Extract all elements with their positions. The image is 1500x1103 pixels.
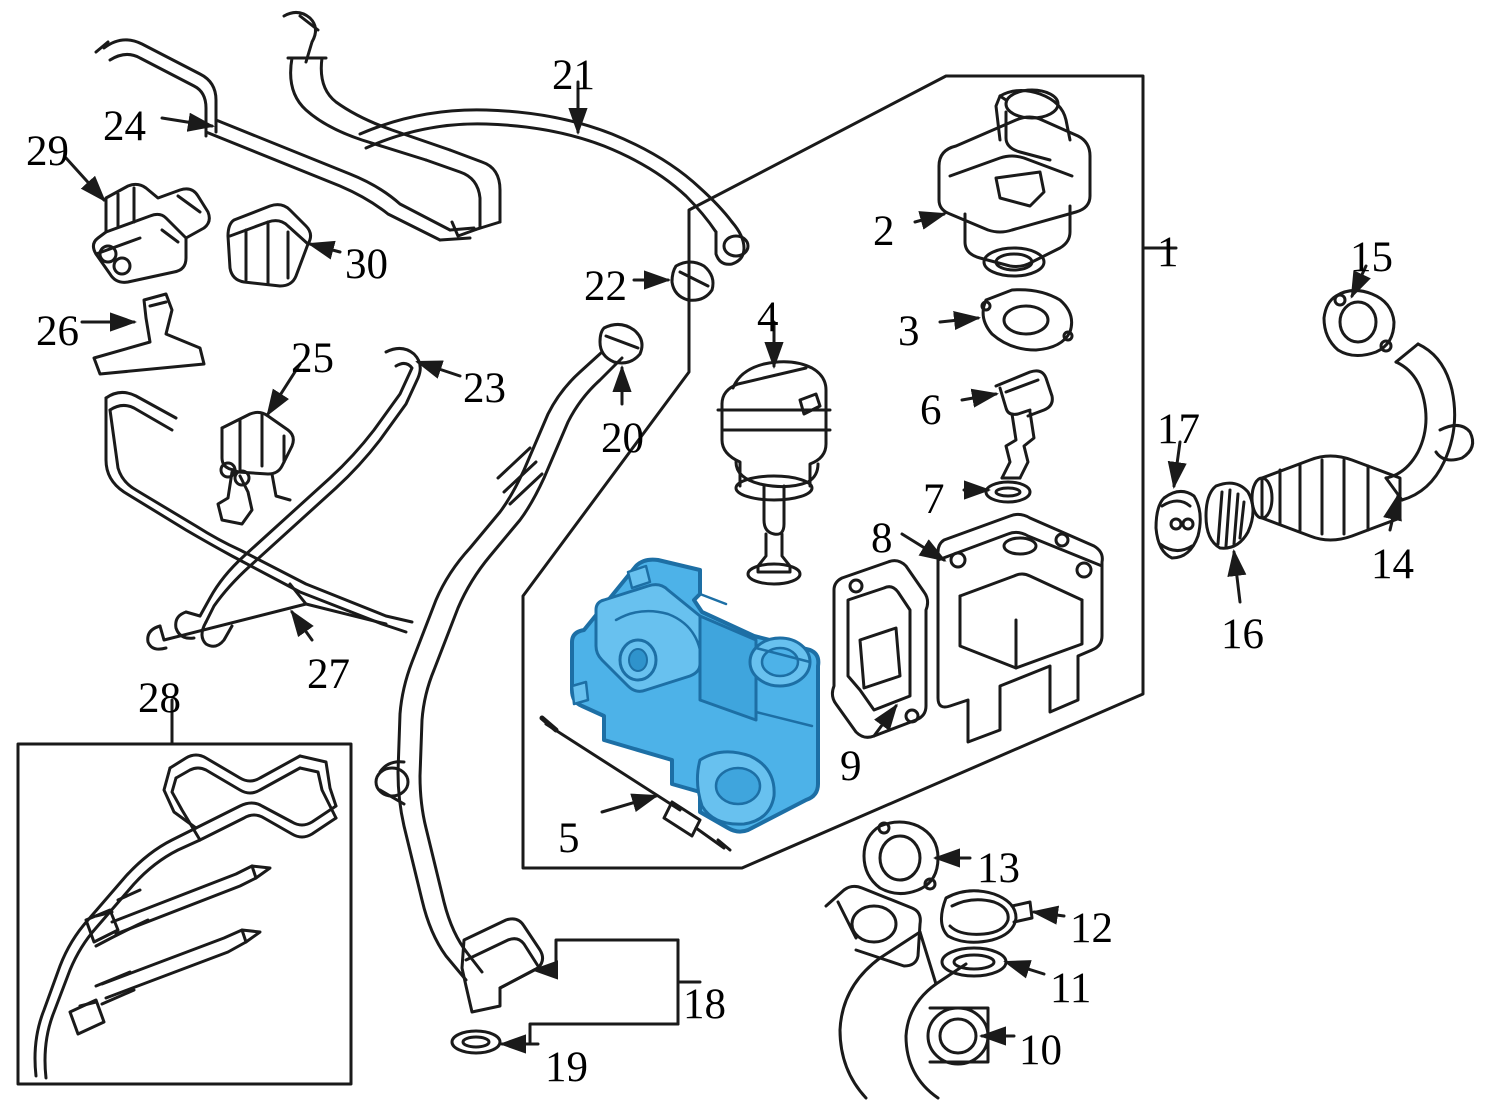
callout-12[interactable]: 12	[1070, 905, 1113, 952]
part-23-coolant-hose	[174, 347, 422, 648]
central-pipes	[374, 350, 624, 1055]
callout-18[interactable]: 18	[683, 981, 726, 1028]
part-17-hose-clamp	[1154, 490, 1202, 560]
part-9-cooler-gasket	[830, 559, 930, 739]
callout-7[interactable]: 7	[923, 476, 945, 523]
callout-2[interactable]: 2	[873, 208, 895, 255]
callout-1[interactable]: 1	[1157, 229, 1179, 276]
callout-15[interactable]: 15	[1350, 234, 1393, 281]
part-16-clamp-ring	[1204, 481, 1255, 550]
part-24-vacuum-lines	[94, 38, 476, 242]
part-3-gasket	[980, 288, 1074, 352]
callout-22[interactable]: 22	[584, 263, 627, 310]
part-6-temperature-sensor	[994, 369, 1054, 480]
callout-8[interactable]: 8	[871, 515, 893, 562]
callout-11[interactable]: 11	[1050, 965, 1092, 1012]
part-26-clip-strip	[92, 292, 206, 376]
part-10-egr-pipe	[824, 884, 990, 1100]
callout-25[interactable]: 25	[291, 335, 334, 382]
callout-17[interactable]: 17	[1157, 406, 1200, 453]
part-11-seal-ring	[940, 946, 1008, 978]
callout-9[interactable]: 9	[840, 743, 862, 790]
part-5-egr-cooler-highlighted	[570, 557, 821, 834]
part-20-clamp	[598, 323, 644, 365]
callout-5[interactable]: 5	[558, 815, 580, 862]
part-2-egr-valve	[937, 88, 1092, 278]
part-13-flange-gasket	[862, 820, 940, 895]
callout-13[interactable]: 13	[977, 845, 1020, 892]
part-8-cooler-bracket	[936, 512, 1104, 744]
callout-24[interactable]: 24	[103, 103, 146, 150]
group-1-boundary	[521, 74, 1145, 870]
callout-28[interactable]: 28	[138, 675, 181, 722]
callout-27[interactable]: 27	[307, 651, 350, 698]
part-7-seal-ring	[984, 480, 1032, 504]
callout-20[interactable]: 20	[601, 415, 644, 462]
callout-23[interactable]: 23	[463, 365, 506, 412]
callout-19[interactable]: 19	[545, 1044, 588, 1091]
callout-10[interactable]: 10	[1019, 1027, 1062, 1074]
part-28-inset-panel	[16, 742, 353, 1086]
leader-lines	[64, 80, 1402, 1054]
part-29-vacuum-module	[91, 182, 211, 284]
part-30-vacuum-reservoir	[226, 203, 313, 288]
callout-30[interactable]: 30	[345, 241, 388, 288]
part-22-clamp	[670, 260, 715, 302]
callout-16[interactable]: 16	[1221, 611, 1264, 658]
part-15-mounting-flange	[1322, 289, 1396, 357]
callout-4[interactable]: 4	[757, 294, 779, 341]
part-12-clamp	[940, 889, 1034, 944]
callout-3[interactable]: 3	[898, 308, 920, 355]
callout-6[interactable]: 6	[920, 387, 942, 434]
callout-29[interactable]: 29	[26, 128, 69, 175]
part-27-return-pipe	[104, 391, 414, 651]
part-4-vacuum-actuator	[716, 360, 832, 586]
part-14-crossover-tube	[1250, 342, 1475, 542]
part-25-vacuum-solenoid	[216, 410, 295, 526]
callout-21[interactable]: 21	[552, 52, 595, 99]
callout-26[interactable]: 26	[36, 308, 79, 355]
part-21-vacuum-hose	[282, 11, 750, 266]
callout-14[interactable]: 14	[1371, 541, 1414, 588]
